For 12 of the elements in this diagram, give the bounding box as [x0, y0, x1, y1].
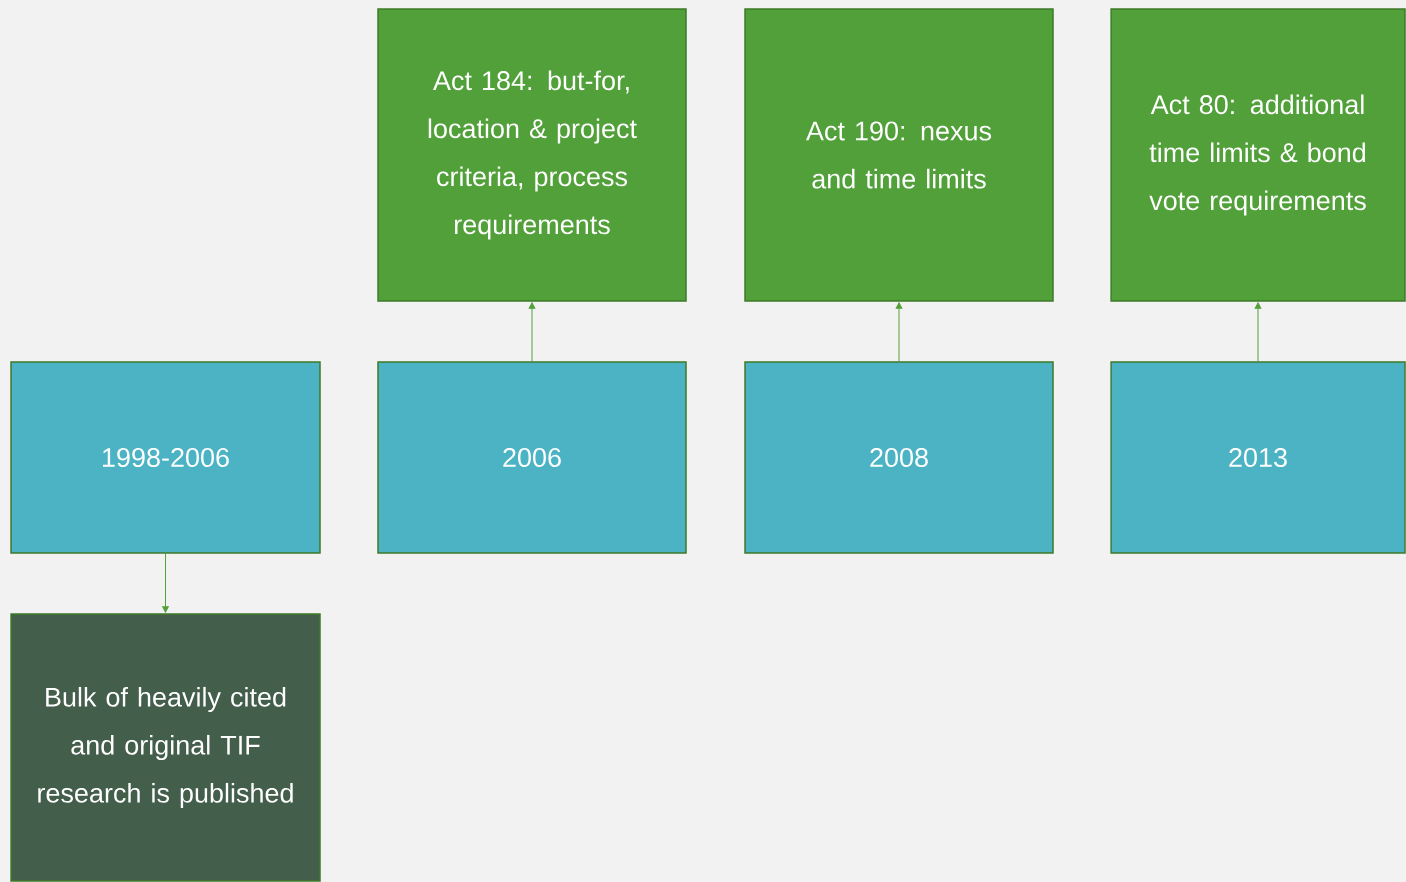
- event-box: Bulk of heavily cited and original TIF research is published: [10, 613, 321, 882]
- year-box: 2008: [744, 361, 1054, 554]
- year-box: 1998-2006: [10, 361, 321, 554]
- year-box: 2013: [1110, 361, 1406, 554]
- act-box: Act 80: additional time limits & bond vote requirements: [1110, 8, 1406, 302]
- year-box: 2006: [377, 361, 687, 554]
- arrow: [528, 302, 536, 362]
- arrow: [1254, 302, 1262, 362]
- arrow: [895, 302, 903, 362]
- arrow: [162, 553, 169, 613]
- act-box: Act 190: nexus and time limits: [744, 8, 1054, 302]
- act-box: Act 184: but-for, location & project criteria, process requirements: [377, 8, 687, 302]
